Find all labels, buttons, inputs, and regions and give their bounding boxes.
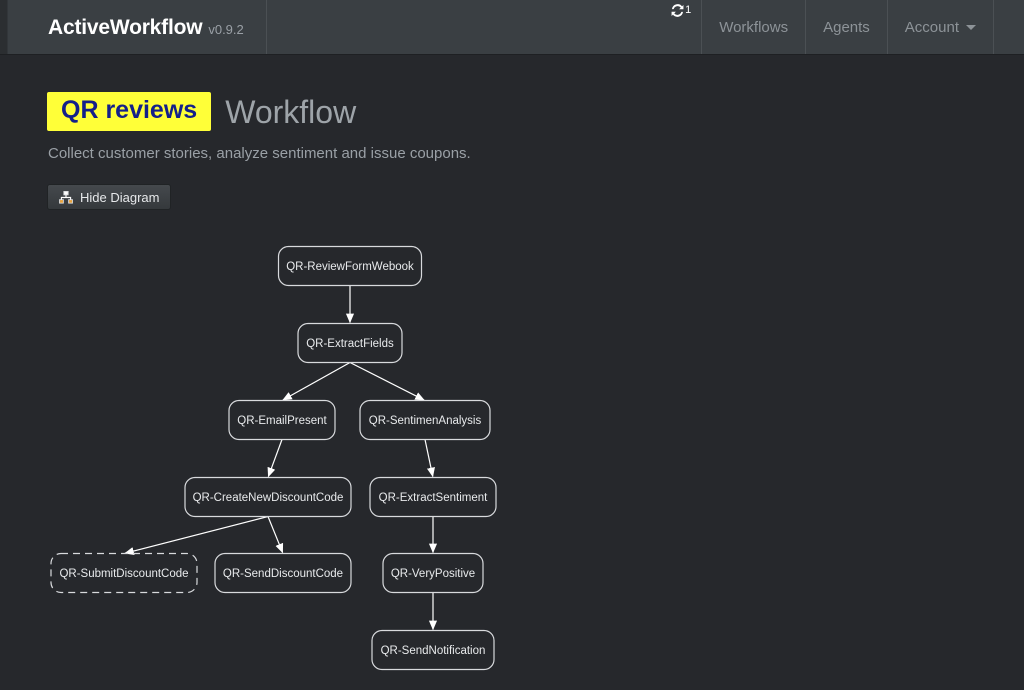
diagram-edge [424, 439, 435, 478]
diagram-node[interactable]: QR-CreateNewDiscountCode [184, 476, 352, 518]
diagram-edge [124, 515, 269, 555]
diagram-node-shape [228, 399, 336, 441]
diagram-node-label: QR-ReviewFormWebook [286, 261, 414, 273]
workflow-diagram-canvas: QR-ReviewFormWebookQR-ExtractFieldsQR-Em… [50, 245, 497, 671]
diagram-node-shape [184, 476, 352, 518]
nav-item-account[interactable]: Account [888, 0, 994, 54]
hide-diagram-label: Hide Diagram [80, 189, 160, 205]
diagram-node[interactable]: QR-ExtractFields [297, 322, 403, 364]
brand-name: ActiveWorkflow [48, 16, 203, 39]
diagram-node-layer: QR-ReviewFormWebookQR-ExtractFieldsQR-Em… [50, 245, 497, 671]
nav-item-workflows[interactable]: Workflows [702, 0, 807, 54]
diagram-node-label: QR-ExtractSentiment [379, 492, 488, 504]
sync-refresh-icon [671, 4, 684, 17]
top-navbar: ActiveWorkflow v0.9.2 1 Workflows Agents… [0, 0, 1024, 55]
brand-logo[interactable]: ActiveWorkflow v0.9.2 [8, 0, 267, 54]
chevron-down-icon [966, 24, 976, 30]
diagram-edge [349, 361, 425, 401]
diagram-node-shape [50, 552, 198, 594]
sync-status-indicator[interactable]: 1 [661, 0, 703, 54]
workflow-description: Collect customer stories, analyze sentim… [48, 145, 471, 162]
nav-item-agents-label: Agents [823, 18, 870, 36]
diagram-edge [267, 439, 283, 478]
brand-version: v0.9.2 [208, 22, 244, 37]
diagram-node-label: QR-SentimenAnalysis [369, 415, 482, 427]
diagram-node-shape [297, 322, 403, 364]
page-title: QR reviews Workflow [47, 92, 356, 131]
diagram-node-shape [277, 245, 423, 287]
diagram-node[interactable]: QR-ExtractSentiment [369, 476, 497, 518]
diagram-node[interactable]: QR-SendDiscountCode [214, 552, 352, 594]
diagram-node-shape [371, 629, 495, 671]
nav-item-account-label: Account [904, 18, 959, 36]
navbar-left-edge [0, 0, 8, 54]
diagram-node[interactable]: QR-ReviewFormWebook [277, 245, 423, 287]
hide-diagram-button[interactable]: Hide Diagram [47, 184, 172, 210]
navbar-right-edge [994, 0, 1024, 54]
diagram-node[interactable]: QR-SentimenAnalysis [359, 399, 491, 441]
diagram-node[interactable]: QR-SendNotification [371, 629, 495, 671]
diagram-node[interactable]: QR-EmailPresent [228, 399, 336, 441]
workflow-name-badge: QR reviews [47, 92, 212, 131]
nav-item-workflows-label: Workflows [719, 18, 789, 36]
diagram-edge [267, 516, 284, 554]
nav-item-agents[interactable]: Agents [806, 0, 888, 54]
diagram-node-label: QR-SendNotification [381, 645, 486, 657]
navbar-spacer [267, 0, 661, 54]
diagram-node-label: QR-EmailPresent [237, 415, 327, 427]
diagram-node-shape [359, 399, 491, 441]
diagram-node-shape [214, 552, 352, 594]
diagram-node[interactable]: QR-VeryPositive [382, 552, 484, 594]
diagram-node-label: QR-SendDiscountCode [223, 568, 343, 580]
diagram-node-shape [369, 476, 497, 518]
diagram-node-label: QR-ExtractFields [306, 338, 394, 350]
diagram-node[interactable]: QR-SubmitDiscountCode [50, 552, 198, 594]
diagram-node-label: QR-SubmitDiscountCode [59, 568, 188, 580]
page-title-suffix: Workflow [225, 93, 357, 130]
sitemap-icon [59, 190, 73, 204]
sync-badge-count: 1 [685, 4, 692, 16]
diagram-node-shape [382, 552, 484, 594]
diagram-edge [282, 361, 351, 401]
diagram-node-label: QR-VeryPositive [391, 568, 475, 580]
diagram-node-label: QR-CreateNewDiscountCode [193, 492, 344, 504]
diagram-edge-layer [124, 285, 438, 631]
